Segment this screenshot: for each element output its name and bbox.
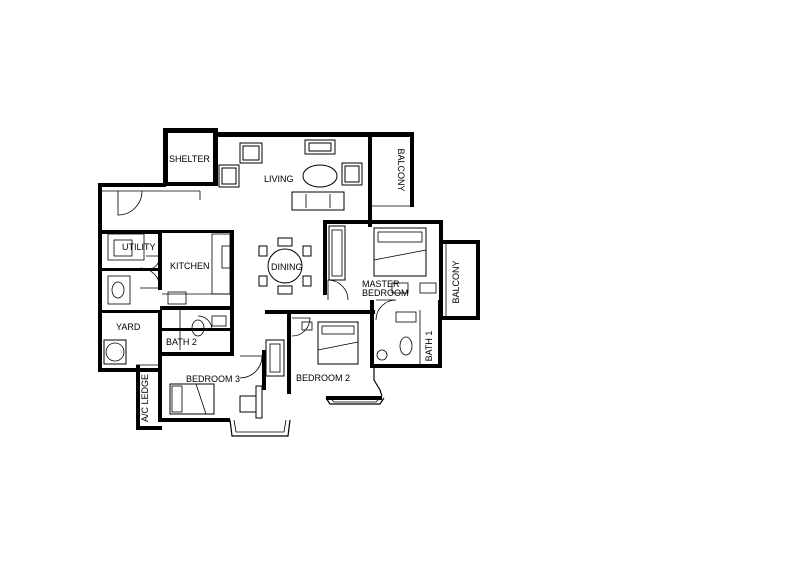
label-ac-ledge: A/C LEDGE [140, 374, 150, 422]
bedroom3-furniture [169, 383, 263, 419]
master-bedroom-furniture [328, 225, 437, 294]
label-balcony-right: BALCONY [451, 260, 461, 303]
room-labels: SHELTER LIVING BALCONY UTILITY KITCHEN D… [116, 148, 461, 422]
label-bath2: BATH 2 [166, 337, 197, 347]
label-shelter: SHELTER [169, 154, 210, 164]
label-kitchen: KITCHEN [170, 261, 210, 271]
walls [98, 128, 480, 430]
bedroom2-furniture [265, 321, 359, 377]
label-bath1: BATH 1 [424, 331, 434, 362]
kitchen-fittings [107, 233, 231, 305]
bath1-fittings [376, 311, 417, 361]
label-dining: DINING [271, 262, 303, 272]
yard-fittings [103, 339, 127, 365]
label-utility: UTILITY [122, 242, 156, 252]
label-master-bedroom-line2: BEDROOM [362, 288, 409, 298]
doors [117, 190, 397, 379]
bay-windows [229, 368, 385, 437]
living-furniture [218, 139, 363, 211]
label-bedroom3: BEDROOM 3 [186, 374, 240, 384]
label-bedroom2: BEDROOM 2 [296, 373, 350, 383]
label-master-bedroom-line1: MASTER [362, 279, 400, 289]
bath2-fittings [179, 310, 227, 350]
label-balcony-top: BALCONY [396, 148, 406, 191]
dining-table [258, 237, 312, 295]
label-living: LIVING [264, 174, 294, 184]
label-yard: YARD [116, 322, 141, 332]
